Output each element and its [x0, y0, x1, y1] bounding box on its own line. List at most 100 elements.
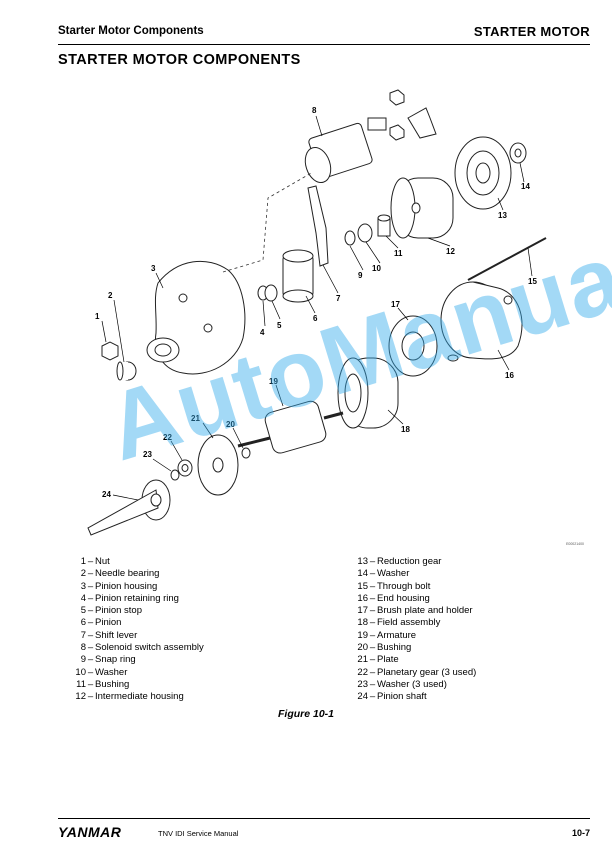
chapter-title: STARTER MOTOR [473, 24, 590, 39]
legend-number: 5 [80, 605, 86, 617]
legend-label: Intermediate housing [95, 691, 184, 703]
legend-label: Nut [95, 556, 110, 567]
legend-item: 8–Solenoid switch assembly [60, 642, 204, 654]
legend-number: 7 [80, 629, 86, 641]
legend-label: Snap ring [95, 654, 136, 666]
legend-number: 23 [357, 678, 368, 690]
callout-19: 19 [269, 377, 278, 386]
legend-item: 13–Reduction gear [342, 556, 476, 568]
legend-number: 20 [357, 642, 368, 654]
legend-label: Bushing [377, 642, 412, 654]
leader-lines [101, 115, 533, 501]
legend-label: Pinion stop [95, 605, 143, 617]
legend-item: 22–Planetary gear (3 used) [342, 667, 476, 679]
legend-number: 19 [357, 629, 368, 641]
manual-title: TNV IDI Service Manual [158, 829, 239, 838]
legend-label: Washer (3 used) [377, 678, 447, 690]
part-washer [357, 223, 373, 243]
part-bushing-20 [241, 447, 251, 459]
legend-label: Pinion [95, 617, 122, 629]
brand-logo: YANMAR [58, 824, 122, 840]
legend-number: 1 [80, 556, 86, 567]
legend-label: Pinion retaining ring [95, 592, 179, 604]
figure-code: E00021400 [566, 542, 584, 546]
legend-number: 14 [357, 568, 368, 580]
legend-number: 21 [357, 654, 368, 666]
legend-label: Shift lever [95, 629, 138, 641]
part-pinion-stop [264, 284, 278, 302]
legend-item: 3–Pinion housing [60, 581, 204, 593]
dashed-reference-line [222, 171, 314, 273]
legend-label: Washer [95, 666, 128, 678]
legend-number: 15 [357, 580, 368, 592]
legend-item: 18–Field assembly [342, 617, 476, 629]
legend-label: Needle bearing [95, 568, 160, 580]
callout-10: 10 [372, 264, 381, 273]
legend-label: Through bolt [377, 580, 431, 592]
legend-label: Armature [377, 629, 417, 641]
legend-item: 7–Shift lever [60, 630, 204, 642]
callout-23: 23 [143, 450, 152, 459]
page-number: 10-7 [571, 828, 590, 838]
callout-18: 18 [401, 425, 410, 434]
callout-13: 13 [498, 211, 507, 220]
legend-number: 12 [75, 691, 86, 703]
legend-item: 5–Pinion stop [60, 605, 204, 617]
legend-item: 17–Brush plate and holder [342, 605, 476, 617]
legend-number: 18 [357, 617, 368, 629]
legend-item: 14–Washer [342, 568, 476, 580]
legend-item: 24–Pinion shaft [342, 691, 476, 703]
callout-20: 20 [226, 420, 235, 429]
callout-9: 9 [358, 271, 363, 280]
callout-12: 12 [446, 247, 455, 256]
legend-number: 2 [80, 568, 86, 580]
legend-column-right: 13–Reduction gear 14–Washer 15–Through b… [342, 556, 476, 704]
legend-item: 9–Snap ring [60, 654, 204, 666]
legend-label: Reduction gear [377, 556, 442, 567]
part-shift-lever [307, 185, 329, 267]
legend-number: 8 [80, 642, 86, 654]
legend-column-left: 1–Nut 2–Needle bearing 3–Pinion housing … [60, 556, 204, 704]
legend-label: Bushing [95, 678, 130, 690]
callout-22: 22 [163, 433, 172, 442]
legend-label: End housing [377, 592, 430, 604]
page-header: Starter Motor Components STARTER MOTOR [58, 24, 590, 45]
callout-16: 16 [505, 371, 514, 380]
legend-item: 12–Intermediate housing [60, 691, 204, 703]
legend-label: Plate [377, 654, 399, 666]
callout-labels: 1 2 3 4 5 6 7 8 9 10 11 12 13 14 15 16 1… [95, 106, 537, 499]
legend-number: 22 [357, 666, 368, 678]
callout-5: 5 [277, 321, 282, 330]
callout-2: 2 [108, 291, 113, 300]
legend-item: 20–Bushing [342, 642, 476, 654]
figure-caption: Figure 10-1 [277, 708, 335, 720]
legend-number: 11 [76, 678, 86, 690]
callout-7: 7 [336, 294, 341, 303]
legend-number: 17 [357, 605, 368, 617]
legend-number: 3 [80, 580, 86, 592]
legend-label: Field assembly [377, 617, 441, 629]
callout-15: 15 [528, 277, 537, 286]
callout-3: 3 [151, 264, 156, 273]
callout-21: 21 [191, 414, 200, 423]
callout-4: 4 [260, 328, 265, 337]
part-snap-ring [344, 230, 356, 246]
legend-number: 24 [357, 691, 368, 703]
legend-item: 23–Washer (3 used) [342, 679, 476, 691]
legend-item: 10–Washer [60, 667, 204, 679]
callout-24: 24 [102, 490, 111, 499]
legend-label: Washer [377, 568, 410, 580]
callout-17: 17 [391, 300, 400, 309]
legend-item: 1–Nut [60, 556, 204, 568]
part-washer-23 [170, 469, 180, 481]
legend-item: 2–Needle bearing [60, 568, 204, 580]
legend-item: 16–End housing [342, 593, 476, 605]
page-footer: YANMAR TNV IDI Service Manual 10-7 [58, 818, 590, 843]
part-nut [101, 341, 119, 361]
legend-number: 9 [80, 654, 86, 666]
legend-item: 6–Pinion [60, 617, 204, 629]
legend-number: 6 [80, 617, 86, 629]
legend-item: 19–Armature [342, 630, 476, 642]
part-through-bolt [467, 237, 547, 281]
legend-label: Pinion shaft [377, 691, 427, 703]
